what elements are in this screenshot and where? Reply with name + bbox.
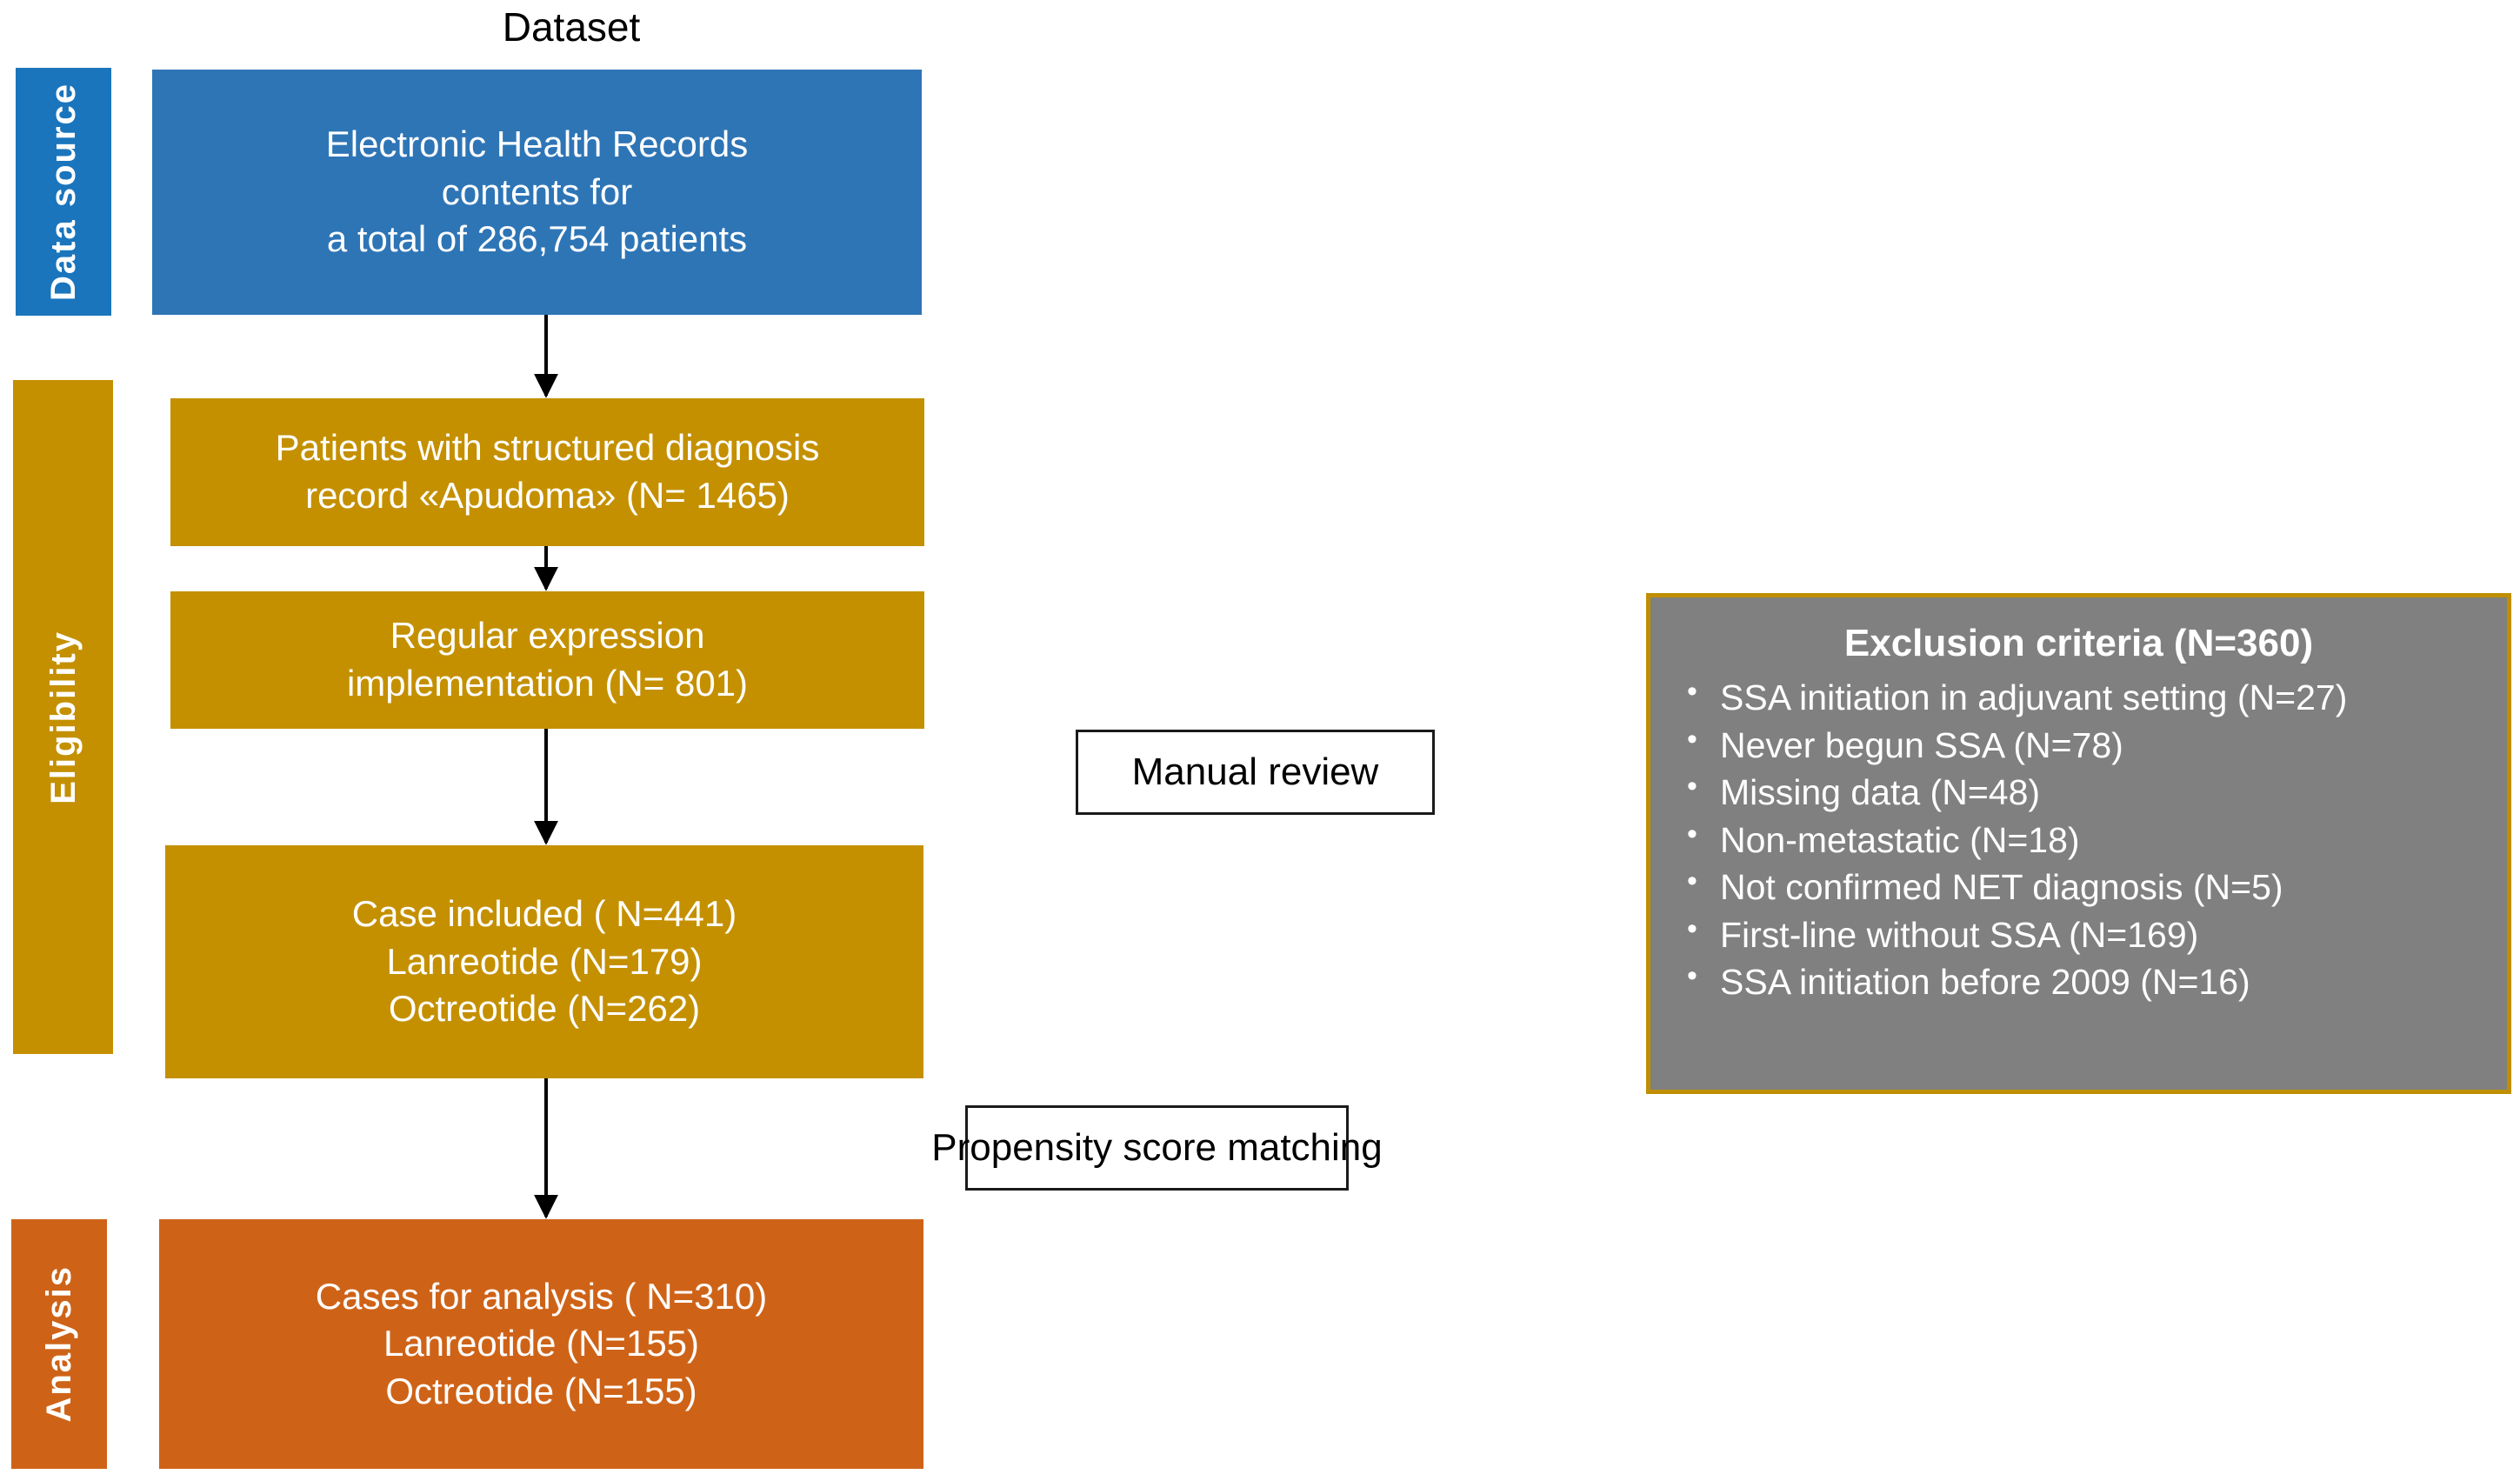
flow-box-structured-diagnosis: Patients with structured diagnosis recor…	[170, 398, 924, 546]
list-item: Non-metastatic (N=18)	[1678, 815, 2486, 864]
stage-band-eligibility: Eligibility	[13, 380, 113, 1054]
box-line: contents for	[441, 170, 633, 212]
flow-box-electronic-health-records: Electronic Health Records contents for a…	[152, 70, 922, 315]
list-item: Missing data (N=48)	[1678, 767, 2486, 817]
box-line: Regular expression	[390, 615, 705, 657]
flow-box-regular-expression: Regular expression implementation (N= 80…	[170, 591, 924, 729]
box-line: implementation (N= 801)	[346, 663, 749, 704]
page-title: Dataset	[502, 4, 641, 50]
exclusion-criteria-panel: Exclusion criteria (N=360) SSA initiatio…	[1646, 593, 2511, 1094]
box-line: a total of 286,754 patients	[326, 218, 748, 260]
list-item: SSA initiation before 2009 (N=16)	[1678, 957, 2486, 1006]
box-line: Lanreotide (N=155)	[383, 1323, 700, 1364]
stage-band-analysis: Analysis	[11, 1219, 107, 1469]
stage-band-label: Data source	[44, 83, 83, 301]
annotation-box-manual-review: Manual review	[1076, 730, 1435, 815]
stage-band-data-source: Data source	[16, 68, 111, 316]
box-line: Lanreotide (N=179)	[386, 940, 703, 982]
box-line: Octreotide (N=155)	[385, 1370, 697, 1411]
box-line: Octreotide (N=262)	[388, 988, 701, 1030]
flow-box-cases-for-analysis: Cases for analysis ( N=310) Lanreotide (…	[159, 1219, 923, 1469]
list-item: SSA initiation in adjuvant setting (N=27…	[1678, 672, 2486, 722]
list-item: First-line without SSA (N=169)	[1678, 910, 2486, 959]
exclusion-criteria-title: Exclusion criteria (N=360)	[1843, 622, 2314, 664]
box-line: Case included ( N=441)	[351, 893, 737, 935]
box-line: record «Apudoma» (N= 1465)	[305, 475, 790, 516]
box-line: Cases for analysis ( N=310)	[315, 1275, 768, 1317]
annotation-label: Propensity score matching	[931, 1126, 1383, 1169]
exclusion-criteria-list: SSA initiation in adjuvant setting (N=27…	[1671, 672, 2486, 1006]
stage-band-label: Analysis	[40, 1265, 78, 1423]
flow-box-case-included: Case included ( N=441) Lanreotide (N=179…	[165, 845, 923, 1078]
box-line: Electronic Health Records	[325, 123, 749, 165]
list-item: Not confirmed NET diagnosis (N=5)	[1678, 862, 2486, 911]
stage-band-label: Eligibility	[43, 630, 83, 804]
annotation-box-propensity-score-matching: Propensity score matching	[931, 1105, 1383, 1191]
box-line: Patients with structured diagnosis	[275, 427, 820, 469]
list-item: Never begun SSA (N=78)	[1678, 720, 2486, 770]
annotation-label: Manual review	[1131, 751, 1379, 793]
